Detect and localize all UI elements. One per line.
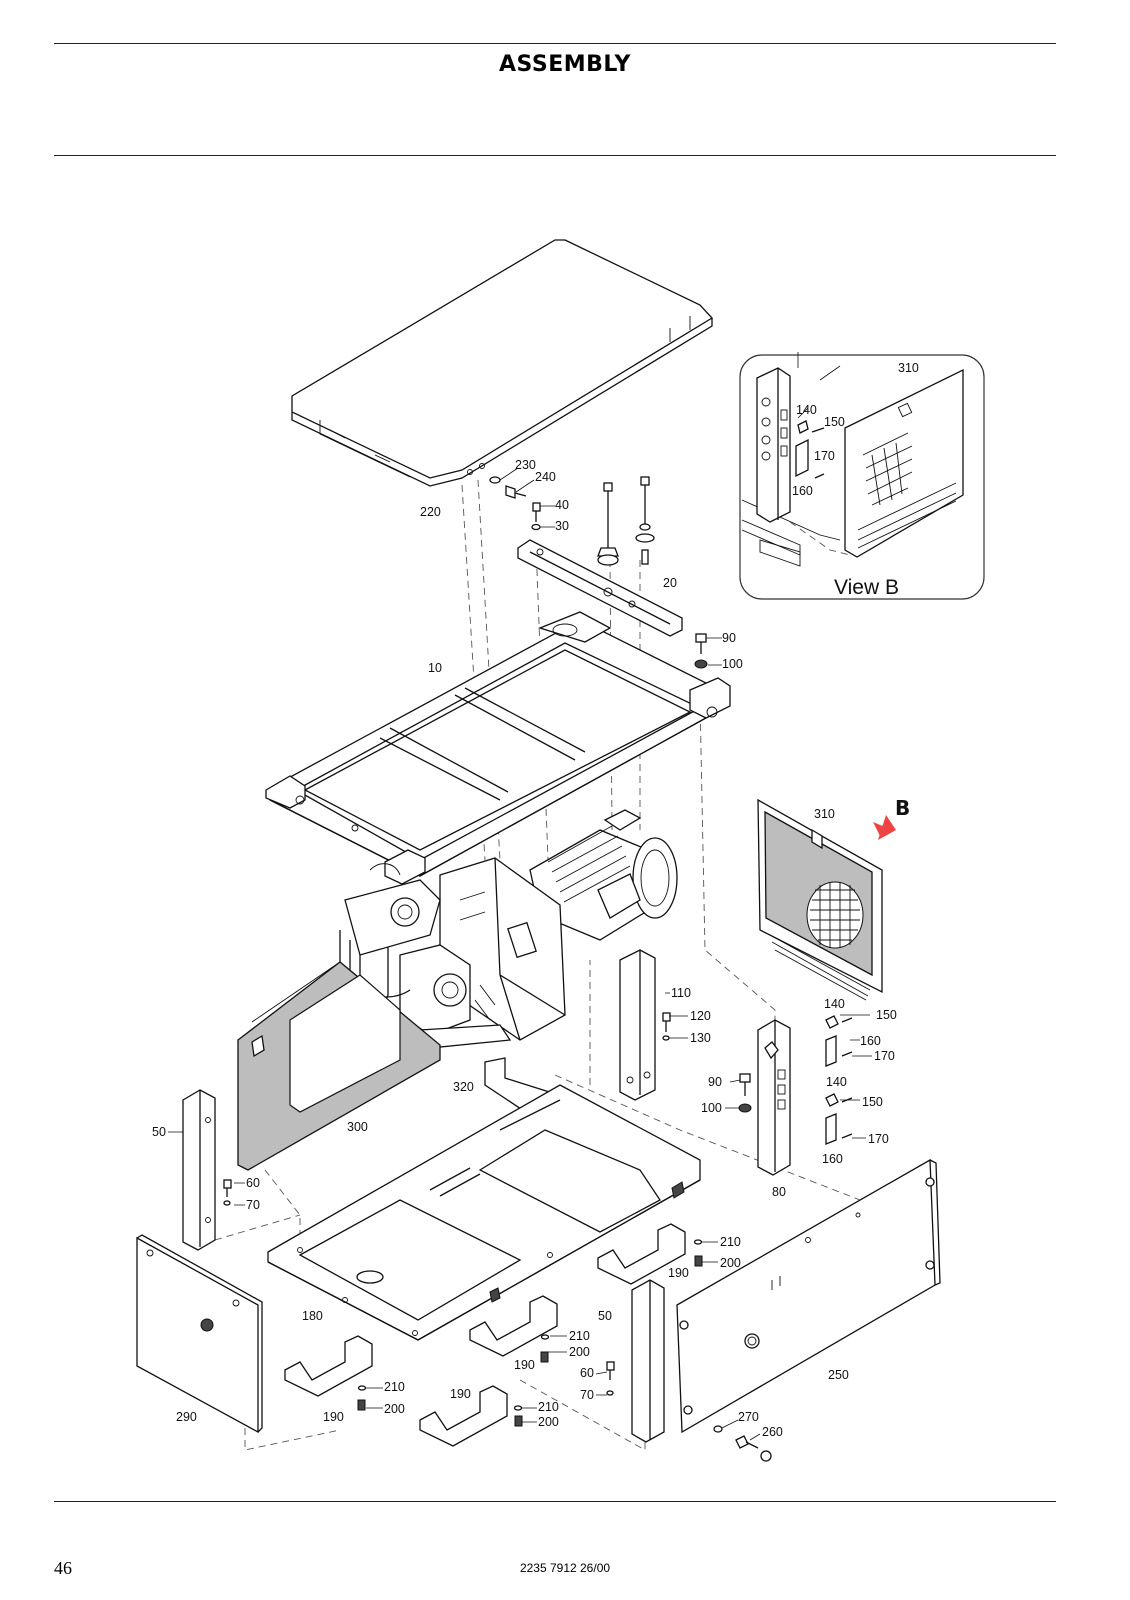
- brackets-190: [284, 1223, 686, 1447]
- callout-180: 180: [302, 1309, 323, 1323]
- footer-rule: [54, 1501, 1056, 1502]
- callout-130: 130: [690, 1031, 711, 1045]
- callout-190-a: 190: [668, 1266, 689, 1280]
- view-marker-arrow: [873, 815, 896, 840]
- callout-160-a: 160: [860, 1034, 881, 1048]
- callout-50-left: 50: [152, 1125, 166, 1139]
- callout-90-b: 90: [708, 1075, 722, 1089]
- leader-lines: [168, 352, 872, 1441]
- bolt-90-washer-100-b: [738, 1073, 752, 1113]
- callout-150-b: 150: [862, 1095, 883, 1109]
- mounting-studs: [597, 476, 655, 566]
- view-b-inset: [739, 354, 985, 600]
- post-80: [757, 1019, 791, 1176]
- post-50-left: [182, 1089, 216, 1251]
- page-number: 46: [54, 1558, 72, 1578]
- bolt-90-washer-100: [694, 633, 708, 669]
- callout-50-right: 50: [598, 1309, 612, 1323]
- callout-190-d: 190: [450, 1387, 471, 1401]
- callout-270: 270: [738, 1410, 759, 1424]
- bolts-40-30: [531, 502, 541, 531]
- document-code: 2235 7912 26/00: [519, 1561, 611, 1575]
- post-50-right: [631, 1279, 665, 1443]
- rear-panel-310: [757, 798, 883, 1001]
- callout-230: 230: [515, 458, 536, 472]
- callout-200-c: 200: [384, 1402, 405, 1416]
- callout-70-right: 70: [580, 1388, 594, 1402]
- callout-10: 10: [428, 661, 442, 675]
- callout-200-a: 200: [720, 1256, 741, 1270]
- callout-120: 120: [690, 1009, 711, 1023]
- side-panel-250: [676, 1158, 941, 1434]
- callout-200-d: 200: [538, 1415, 559, 1429]
- callout-150-a: 150: [876, 1008, 897, 1022]
- callout-210-c: 210: [384, 1380, 405, 1394]
- callout-140-a: 140: [824, 997, 845, 1011]
- front-panel-290: [136, 1234, 263, 1434]
- support-rail-20: [517, 539, 683, 637]
- callout-60-left: 60: [246, 1176, 260, 1190]
- callout-320: 320: [453, 1080, 474, 1094]
- callout-290: 290: [176, 1410, 197, 1424]
- base-180: [267, 1084, 701, 1341]
- callout-300: 300: [347, 1120, 368, 1134]
- callout-160-b: 160: [822, 1152, 843, 1166]
- plates-140-160: [825, 1015, 853, 1145]
- bolts-210-200: [357, 1239, 703, 1427]
- inset-callout-150: 150: [824, 415, 845, 429]
- bolt-240: [489, 476, 527, 499]
- callout-260: 260: [762, 1425, 783, 1439]
- frame-10: [265, 611, 731, 885]
- callout-190-b: 190: [514, 1358, 535, 1372]
- callout-210-b: 210: [569, 1329, 590, 1343]
- callout-170-b: 170: [868, 1132, 889, 1146]
- bolt-60-70-right: [606, 1361, 615, 1396]
- grille-310: [810, 883, 860, 948]
- callout-200-b: 200: [569, 1345, 590, 1359]
- callout-170-a: 170: [874, 1049, 895, 1063]
- callout-250: 250: [828, 1368, 849, 1382]
- callout-240: 240: [535, 470, 556, 484]
- callout-100-top: 100: [722, 657, 743, 671]
- page-title: ASSEMBLY: [499, 52, 631, 77]
- bolt-270-260: [713, 1425, 772, 1462]
- callout-labels: 220 230 240 40 30 20 90 100 10 310 140 1…: [152, 361, 919, 1439]
- callout-140-b: 140: [826, 1075, 847, 1089]
- inset-callout-140: 140: [796, 403, 817, 417]
- callout-30: 30: [555, 519, 569, 533]
- bolt-60-70-left: [223, 1179, 232, 1206]
- callout-80: 80: [772, 1185, 786, 1199]
- callout-210-d: 210: [538, 1400, 559, 1414]
- inset-callout-310: 310: [898, 361, 919, 375]
- callout-310: 310: [814, 807, 835, 821]
- side-panel-300: [237, 961, 441, 1171]
- post-110: [619, 949, 656, 1101]
- roof-panel-220: [291, 239, 714, 487]
- callout-220: 220: [420, 505, 441, 519]
- callout-60-right: 60: [580, 1366, 594, 1380]
- callout-90-top: 90: [722, 631, 736, 645]
- callout-70-left: 70: [246, 1198, 260, 1212]
- inset-callout-170: 170: [814, 449, 835, 463]
- header-bottom-rule: [54, 155, 1056, 156]
- bolt-120-130: [662, 1012, 671, 1041]
- callout-100-b: 100: [701, 1101, 722, 1115]
- view-marker-letter: B: [895, 796, 910, 820]
- inset-callout-160: 160: [792, 484, 813, 498]
- callout-20: 20: [663, 576, 677, 590]
- callout-110: 110: [671, 986, 691, 1000]
- compressor-motor-unit: [339, 809, 678, 1049]
- callout-40: 40: [555, 498, 569, 512]
- header-top-rule: [54, 43, 1056, 44]
- callout-190-c: 190: [323, 1410, 344, 1424]
- callout-210-a: 210: [720, 1235, 741, 1249]
- inset-caption: View B: [834, 576, 899, 599]
